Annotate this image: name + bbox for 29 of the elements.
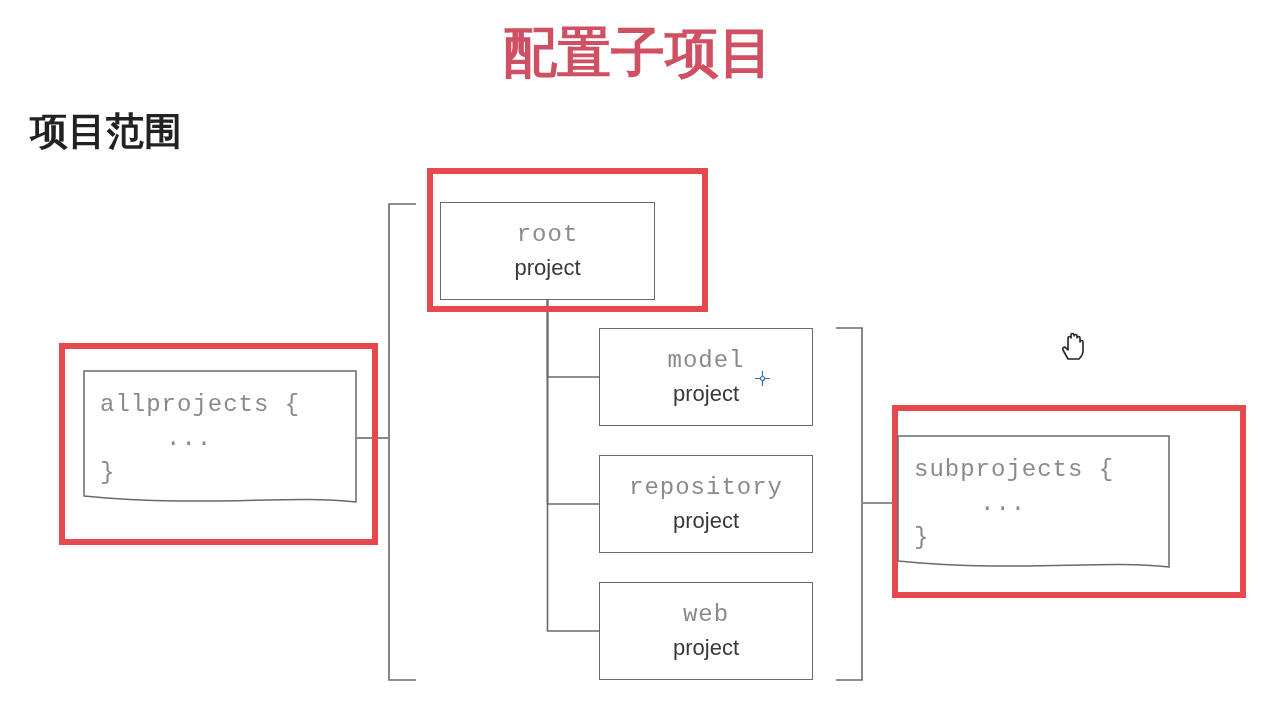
document-shape (83, 370, 357, 506)
slide-title: 配置子项目 (503, 20, 773, 86)
project-label: project (672, 508, 739, 533)
code-text: } (100, 459, 116, 486)
section-heading: 项目范围 (30, 108, 182, 155)
code-text: allprojects { (100, 391, 301, 418)
project-label: project (672, 635, 739, 660)
project-name: root (516, 221, 579, 248)
project-name: model (667, 347, 745, 374)
connector-line (356, 437, 389, 439)
document-shape (897, 435, 1170, 571)
highlight-frame (892, 405, 1246, 598)
project-label: project (672, 381, 739, 406)
code-text: ... (980, 490, 1027, 517)
connector-line (546, 299, 600, 632)
project-box (599, 328, 813, 426)
project-box (599, 582, 813, 680)
project-label: project (514, 255, 581, 280)
bracket (836, 327, 863, 681)
bracket (388, 203, 416, 681)
highlight-frame (427, 168, 708, 312)
code-text: } (914, 524, 930, 551)
highlight-frame (59, 343, 378, 545)
project-name: repository (629, 474, 783, 501)
project-box (440, 202, 655, 300)
code-text: subprojects { (914, 456, 1115, 483)
code-text: ... (166, 425, 213, 452)
project-box (599, 455, 813, 553)
project-name: web (682, 601, 730, 628)
